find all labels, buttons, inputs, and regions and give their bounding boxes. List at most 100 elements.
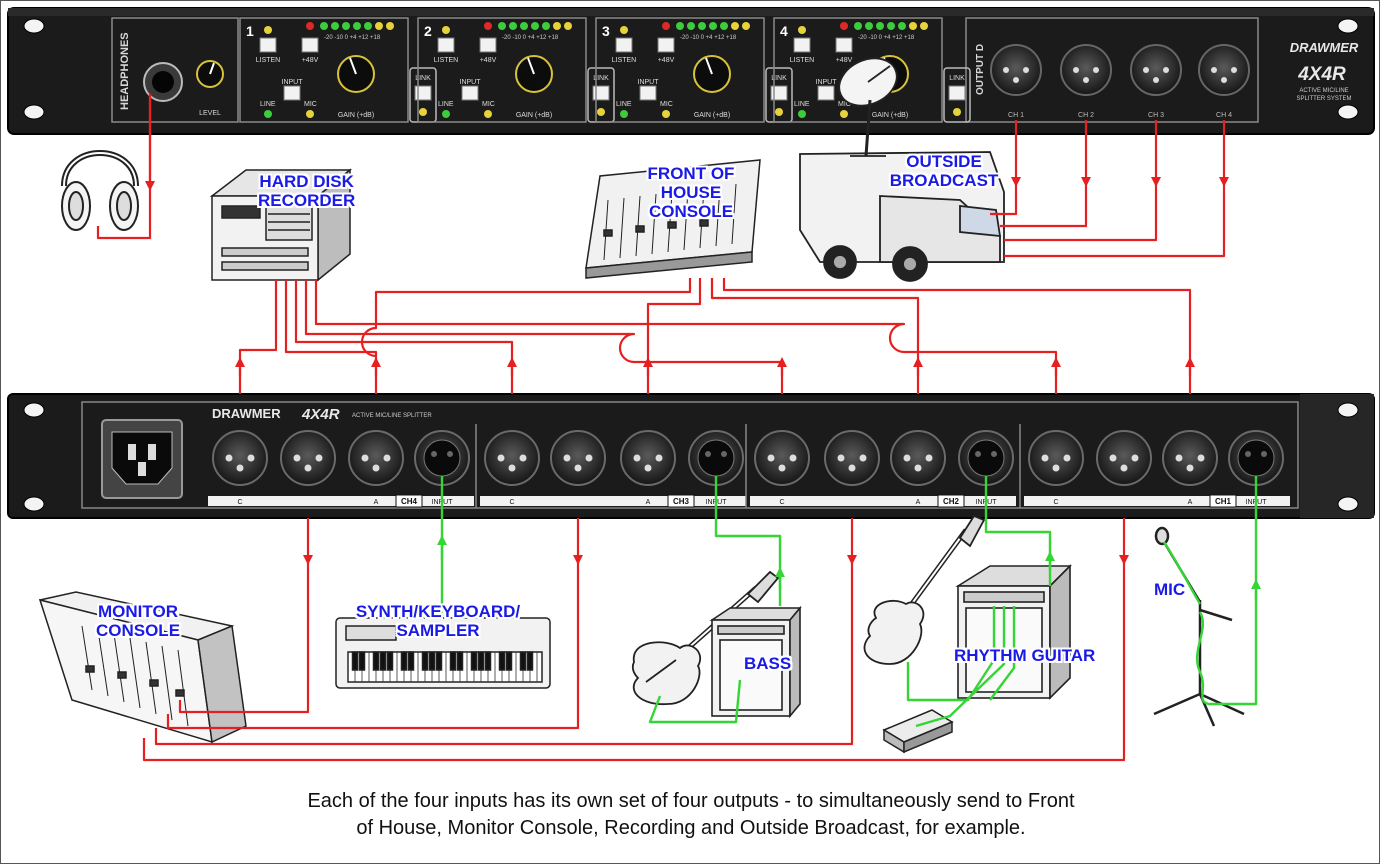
input-label: INPUT [282, 79, 304, 86]
link-led [419, 108, 427, 116]
listen-button[interactable] [793, 37, 811, 53]
indicator-led [798, 26, 806, 34]
indicator-led [840, 22, 848, 30]
rear-label-a: A [916, 499, 921, 506]
rear-brand: DRAWMER [212, 406, 281, 421]
outside-broadcast-label-line-1: OUTSIDE [906, 152, 982, 171]
input-select-button[interactable] [817, 85, 835, 101]
rear-label-strip [208, 496, 474, 506]
indicator-led [484, 22, 492, 30]
front-output-label-ch3: CH 3 [1148, 112, 1164, 119]
input-label: INPUT [460, 79, 482, 86]
rear-output-connector [1028, 430, 1084, 486]
mic-stand-icon [1153, 526, 1245, 727]
rear-channel-box [1209, 494, 1237, 508]
rear-output-connector [280, 430, 336, 486]
rear-output-connector [890, 430, 946, 486]
synth-label: SYNTH/KEYBOARD/ SAMPLER [340, 602, 536, 640]
meter-led [687, 22, 695, 30]
outside-broadcast-label-line-2: BROADCAST [889, 171, 999, 190]
phantom-button[interactable] [835, 37, 853, 53]
line-led [264, 110, 272, 118]
output-d-section-label: OUTPUT D [975, 44, 986, 95]
headphones-icon [61, 150, 139, 231]
level-knob[interactable] [196, 60, 224, 88]
rear-input-connector [414, 430, 470, 486]
mic-label: MIC [1154, 580, 1186, 599]
front-output-label-ch1: CH 1 [1008, 112, 1024, 119]
link-button[interactable] [948, 85, 966, 101]
rear-channel-box [395, 494, 423, 508]
link-button[interactable] [414, 85, 432, 101]
front-output-label-ch2: CH 2 [1078, 112, 1094, 119]
line-label: LINE [794, 101, 810, 108]
indicator-led [442, 26, 450, 34]
rear-output-connector [1162, 430, 1218, 486]
front-model: 4X4R [1297, 64, 1346, 85]
headphone-jack [143, 62, 183, 102]
rear-output-connector [550, 430, 606, 486]
rear-output-connector [484, 430, 540, 486]
meter-led [542, 22, 550, 30]
link-switch: LINK [409, 67, 437, 123]
monitor-console-label: MONITOR CONSOLE [92, 602, 184, 640]
phantom-label: +48V [480, 57, 497, 64]
meter-led [920, 22, 928, 30]
rear-label-a: A [646, 499, 651, 506]
rear-label-c: C [779, 499, 784, 506]
phantom-button[interactable] [657, 37, 675, 53]
link-label: LINK [593, 75, 609, 82]
indicator-led [264, 26, 272, 34]
meter-led [364, 22, 372, 30]
rear-channel-box [937, 494, 965, 508]
meter-led [731, 22, 739, 30]
rear-input-connector [1228, 430, 1284, 486]
input-select-button[interactable] [283, 85, 301, 101]
gain-label: GAIN (+dB) [694, 112, 730, 119]
rear-output-connector [620, 430, 676, 486]
front-of-house-label: FRONT OF HOUSE CONSOLE [636, 164, 746, 221]
front-of-house-console-icon [585, 159, 761, 279]
listen-button[interactable] [615, 37, 633, 53]
mic-label: MIC [838, 101, 851, 108]
meter-led [564, 22, 572, 30]
front-output-label-ch4: CH 4 [1216, 112, 1232, 119]
front-output-ch4 [1198, 44, 1250, 96]
hard-disk-recorder-label: HARD DISK RECORDER [258, 172, 355, 210]
meter-led [676, 22, 684, 30]
rear-label-strip [750, 496, 1016, 506]
listen-button[interactable] [259, 37, 277, 53]
phantom-button[interactable] [479, 37, 497, 53]
rhythm-guitar-label: RHYTHM GUITAR [954, 646, 1096, 665]
phantom-button[interactable] [301, 37, 319, 53]
level-knob-label: LEVEL [199, 110, 221, 117]
listen-button[interactable] [437, 37, 455, 53]
front-channel-2: 2-20 -10 0 +4 +12 +18LISTEN+48VINPUTLINE… [417, 17, 587, 123]
caption-line-2: of House, Monitor Console, Recording and… [356, 817, 1026, 839]
synth-label-line-1: SYNTH/KEYBOARD/ [355, 602, 521, 621]
channel-number: 1 [246, 23, 254, 39]
meter-led [331, 22, 339, 30]
channel-number: 2 [424, 23, 432, 39]
meter-led [698, 22, 706, 30]
input-label: INPUT [638, 79, 660, 86]
link-button[interactable] [592, 85, 610, 101]
meter-led [509, 22, 517, 30]
meter-led [342, 22, 350, 30]
rear-label-channel: CH3 [673, 497, 690, 506]
rear-label-strip [1024, 496, 1290, 506]
input-select-button[interactable] [461, 85, 479, 101]
link-button[interactable] [770, 85, 788, 101]
meter-led [709, 22, 717, 30]
front-tagline-2: SPLITTER SYSTEM [1296, 96, 1351, 102]
front-of-house-label-line-2: HOUSE [660, 183, 722, 202]
rear-label-a: A [374, 499, 379, 506]
rear-label-channel: CH1 [1215, 497, 1232, 506]
input-select-button[interactable] [639, 85, 657, 101]
output-cables [96, 94, 1229, 762]
electric-guitar-icon [863, 514, 986, 665]
bass-label: BASS [744, 654, 792, 673]
rear-label-channel: CH2 [943, 497, 960, 506]
